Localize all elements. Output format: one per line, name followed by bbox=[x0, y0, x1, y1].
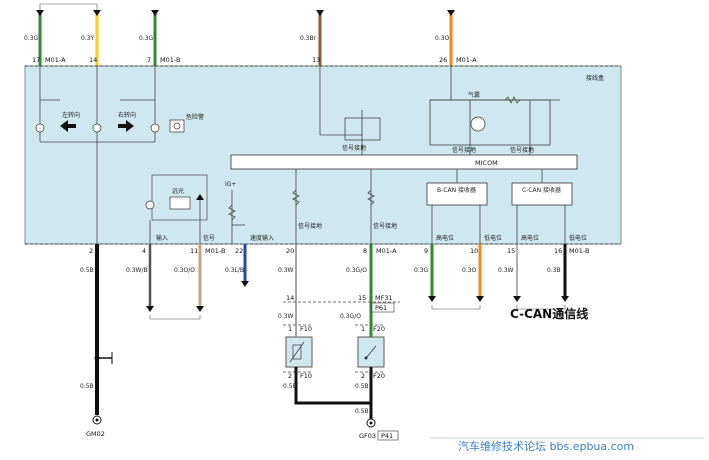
signal-ground-label-2: 信号接地 bbox=[452, 146, 476, 154]
mf31-name: MF31 bbox=[375, 294, 393, 302]
ig-plus-circuit bbox=[228, 190, 245, 244]
f20-switch bbox=[355, 324, 385, 420]
bot-wire-20: 0.3W bbox=[278, 267, 294, 274]
ccan-title: C-CAN通信线 bbox=[510, 306, 588, 321]
top-pin-4: 13 bbox=[312, 56, 320, 64]
hi-label-2: 高电位 bbox=[521, 234, 539, 242]
bot-wire-16: 0.3B bbox=[547, 267, 561, 274]
bot-pin-20: 20 bbox=[286, 247, 294, 255]
bot-wire-9: 0.3G bbox=[414, 267, 429, 274]
ccan-label: C-CAN 接收器 bbox=[522, 186, 561, 194]
top-wire-label-2: 0.3Y bbox=[81, 35, 95, 42]
bot-pin-22: 22 bbox=[235, 247, 243, 255]
airbag-label: 气囊 bbox=[468, 91, 480, 99]
micom-outputs bbox=[292, 169, 375, 244]
top-wire-label-3: 0.3G bbox=[139, 35, 154, 42]
left-turn-lamp: 左转向 bbox=[35, 111, 80, 133]
right-turn-lamp: 右转向 bbox=[92, 111, 136, 133]
hazard-lamp: 危险警 bbox=[150, 113, 204, 133]
lower-wire-1: 0.3W bbox=[278, 313, 294, 320]
high-beam-lamp: 远光 bbox=[145, 174, 208, 244]
bot-pin-4: 4 bbox=[142, 247, 146, 255]
junction-box-label: 接线盒 bbox=[586, 74, 604, 82]
bot-pin-9: 9 bbox=[424, 247, 428, 255]
top-wire-label-1: 0.3G bbox=[24, 35, 39, 42]
top-conn-5: M01-A bbox=[456, 56, 477, 64]
brown-signal-circuit bbox=[319, 66, 381, 155]
speed-input-label: 速度输入 bbox=[250, 234, 274, 242]
gf03-label: GF03 bbox=[359, 432, 376, 440]
svg-text:右转向: 右转向 bbox=[118, 111, 136, 119]
lo-label-1: 低电位 bbox=[484, 234, 502, 242]
bot-wire-15: 0.3W bbox=[498, 267, 514, 274]
f10-pin-top: 1 bbox=[288, 325, 292, 333]
bot-wire-2: 0.5B bbox=[80, 267, 94, 274]
mf31-pin-b: 15 bbox=[358, 294, 366, 302]
top-conn-1: M01-A bbox=[45, 56, 66, 64]
top-pin-3: 7 bbox=[147, 56, 151, 64]
bot-wire-4: 0.3W/B bbox=[126, 267, 148, 274]
airbag-circuit bbox=[429, 66, 560, 155]
signal-ground-label-1: 信号接地 bbox=[342, 144, 366, 152]
gf03-ground bbox=[366, 418, 376, 428]
top-pin-1: 17 bbox=[32, 56, 40, 64]
f20-pin-bot: 2 bbox=[361, 372, 365, 380]
bot-pin-11: 11 bbox=[190, 247, 198, 255]
airbag-lamp bbox=[470, 116, 486, 132]
bot-pin-8: 8 bbox=[363, 247, 367, 255]
ground-join bbox=[294, 395, 371, 405]
bcan-label-text: B-CAN 接收器 bbox=[437, 186, 476, 194]
svg-text:危险警: 危险警 bbox=[186, 113, 204, 121]
bcan-label: B-CAN 接收器 bbox=[437, 186, 476, 194]
top-pin-2: 14 bbox=[89, 56, 97, 64]
watermark: 汽车维修技术论坛 bbs.epbua.com bbox=[458, 439, 634, 453]
bot-pin-16: 16 bbox=[554, 247, 562, 255]
bot-pin-2: 2 bbox=[89, 247, 93, 255]
ig-plus-label: IG+ bbox=[225, 181, 236, 188]
signal-ground-label-5: 信号接地 bbox=[373, 222, 397, 230]
signal-ground-label-4: 信号接地 bbox=[298, 222, 322, 230]
gm-wire: 0.5B bbox=[80, 383, 94, 390]
top-conn-3: M01-B bbox=[160, 56, 180, 64]
top-wire-label-4: 0.3Br bbox=[300, 35, 317, 42]
f20-name-top: F20 bbox=[373, 325, 385, 333]
gm02-label: GM02 bbox=[86, 430, 105, 438]
bot-pin-15: 15 bbox=[507, 247, 515, 255]
f10-pin-bot: 2 bbox=[288, 372, 292, 380]
svg-text:左转向: 左转向 bbox=[62, 111, 80, 119]
top-wire-label-5: 0.3O bbox=[435, 35, 450, 42]
f10-name-bot: F10 bbox=[300, 372, 312, 380]
hi-label-1: 高电位 bbox=[436, 234, 454, 242]
f10-wire-bot: 0.5B bbox=[283, 383, 297, 390]
input-label: 输入 bbox=[156, 234, 168, 242]
f20-pin-top: 1 bbox=[361, 325, 365, 333]
micom-block bbox=[230, 154, 578, 170]
bot-conn-11: M01-B bbox=[205, 247, 225, 255]
lo-label-2: 低电位 bbox=[569, 234, 587, 242]
bot-pin-10: 10 bbox=[470, 247, 478, 255]
f20-wire-bot: 0.5B bbox=[355, 383, 369, 390]
lower-wire-2: 0.3G/O bbox=[340, 313, 361, 320]
bot-wire-8: 0.3G/O bbox=[346, 267, 367, 274]
micom-label: MICOM bbox=[475, 159, 498, 167]
mf31-ref: P61 bbox=[375, 304, 387, 312]
signal-ground-label-3: 信号接地 bbox=[510, 146, 534, 154]
top-pin-5: 26 bbox=[439, 56, 447, 64]
svg-text:远光: 远光 bbox=[172, 187, 184, 195]
gf-wire: 0.5B bbox=[355, 408, 369, 415]
signal-label: 信号 bbox=[203, 234, 215, 242]
bot-wire-11: 0.3O/O bbox=[174, 267, 195, 274]
bot-wire-10: 0.3O bbox=[462, 267, 477, 274]
f10-sensor bbox=[283, 324, 313, 395]
mf31-pin-a: 14 bbox=[286, 294, 294, 302]
ccan-label-text: C-CAN 接收器 bbox=[522, 186, 561, 194]
bot-wire-22: 0.3L/B bbox=[225, 267, 244, 274]
gm02-ground bbox=[92, 352, 113, 425]
bot-conn-16: M01-B bbox=[569, 247, 589, 255]
gf03-ref: P41 bbox=[381, 432, 393, 440]
f20-name-bot: F20 bbox=[373, 372, 385, 380]
f10-name-top: F10 bbox=[300, 325, 312, 333]
bot-conn-8: M01-A bbox=[376, 247, 397, 255]
